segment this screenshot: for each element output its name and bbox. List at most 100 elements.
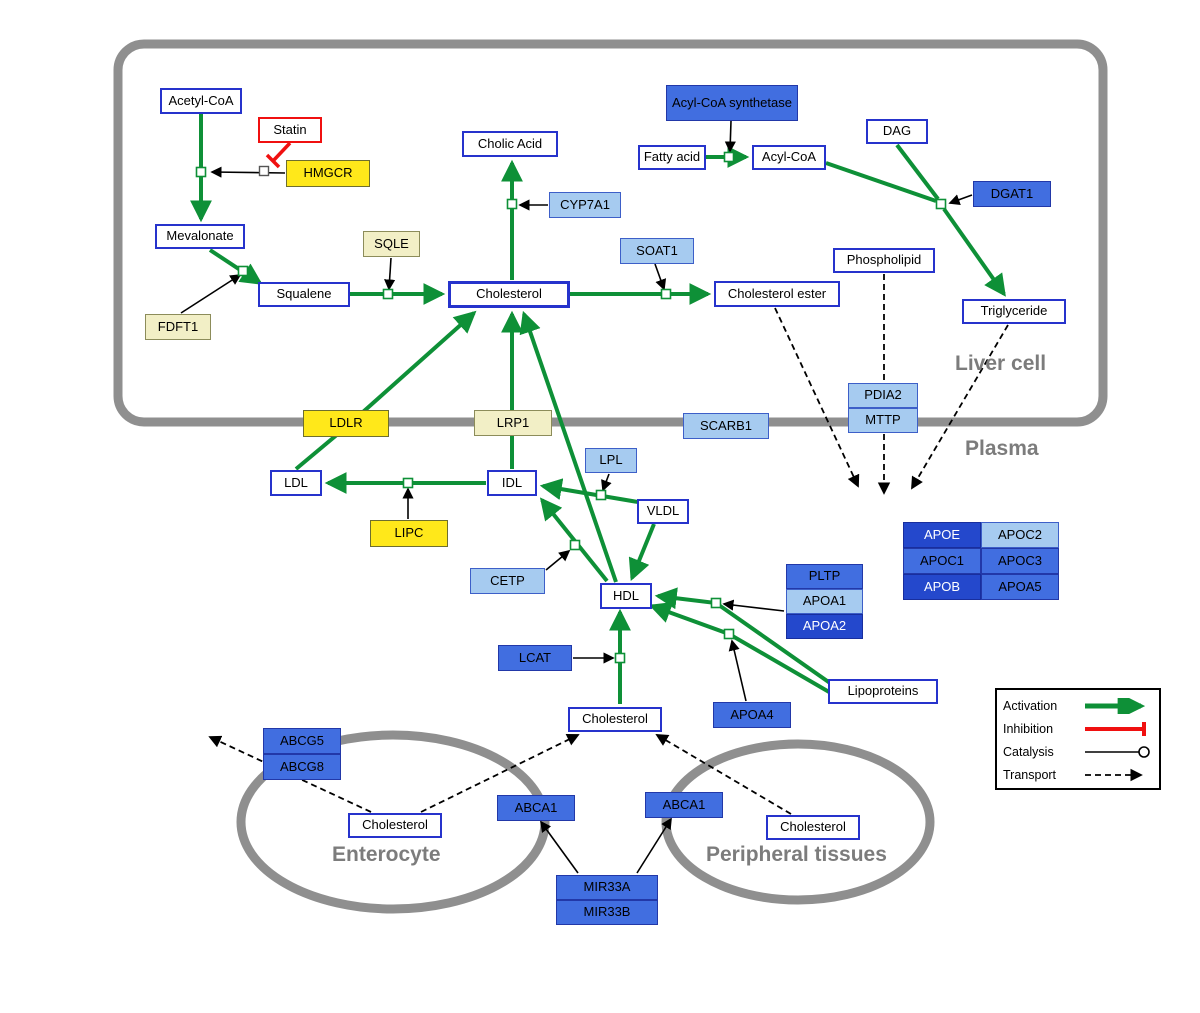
node-fdft1[interactable]: FDFT1	[145, 314, 211, 340]
edge-triglyceride-plasma	[911, 324, 1009, 490]
edge-dgat1-catalysis	[948, 194, 973, 206]
node-vldl[interactable]: VLDL	[637, 499, 689, 524]
legend-activation-label: Activation	[1003, 698, 1058, 713]
node-cholesterol-peripheral[interactable]: Cholesterol	[766, 815, 860, 840]
node-triglyceride[interactable]: Triglyceride	[962, 299, 1066, 324]
node-apoc1[interactable]: APOC1	[903, 548, 981, 574]
edge-apoa-stack-catalysis	[722, 599, 785, 612]
edge-mir33-abca1-right	[636, 817, 672, 874]
node-cholesterol-enterocyte[interactable]: Cholesterol	[348, 813, 442, 838]
edge-lpl-catalysis	[601, 473, 612, 492]
catalysis-circle-icon	[1085, 745, 1150, 758]
legend-box: Activation Inhibition Catalysis Transpor…	[995, 688, 1161, 790]
node-lpl[interactable]: LPL	[585, 448, 637, 473]
node-phospholipid[interactable]: Phospholipid	[833, 248, 935, 273]
node-acetyl-coa[interactable]: Acetyl-CoA	[160, 88, 242, 114]
edge-dag-junction	[895, 143, 940, 201]
inhibition-bar-icon	[1085, 721, 1146, 736]
legend-catalysis-label: Catalysis	[1003, 744, 1054, 759]
node-lcat[interactable]: LCAT	[498, 645, 572, 671]
node-acyl-coa-synthetase[interactable]: Acyl-CoA synthetase	[666, 85, 798, 121]
node-idl[interactable]: IDL	[487, 470, 537, 496]
inhibition-edge	[265, 141, 292, 169]
activation-arrow-icon	[1085, 697, 1146, 714]
node-ldlr[interactable]: LDLR	[303, 410, 389, 437]
edge-cholesterolester-plasma	[774, 307, 860, 488]
edge-acylcoasynthetase-catalysis	[724, 120, 736, 153]
transport-edges	[208, 274, 1009, 815]
legend-transport-label: Transport	[1003, 767, 1057, 782]
edge-hdl-cholesterol-liver	[519, 310, 618, 583]
node-abca1-left[interactable]: ABCA1	[497, 795, 575, 821]
edge-statin-inhibition	[271, 141, 292, 163]
node-apoe[interactable]: APOE	[903, 522, 981, 548]
node-hmgcr[interactable]: HMGCR	[286, 160, 370, 187]
node-pdia2[interactable]: PDIA2	[848, 383, 918, 408]
edge-vldl-hdl	[628, 523, 656, 582]
node-apob[interactable]: APOB	[903, 574, 981, 600]
node-apoc3[interactable]: APOC3	[981, 548, 1059, 574]
edge-mir33-abca1-left	[540, 820, 579, 874]
node-mir33b[interactable]: MIR33B	[556, 900, 658, 925]
edge-sqle-catalysis	[384, 257, 396, 291]
node-pltp[interactable]: PLTP	[786, 564, 863, 589]
node-lipoproteins[interactable]: Lipoproteins	[828, 679, 938, 704]
legend-transport-row: Transport	[1003, 763, 1153, 786]
node-apoa4[interactable]: APOA4	[713, 702, 791, 728]
hmgcr-reaction-square	[258, 165, 270, 177]
legend-inhibition-row: Inhibition	[1003, 717, 1153, 740]
edge-acylcoa-junction	[825, 161, 937, 203]
node-lipc[interactable]: LIPC	[370, 520, 448, 547]
liver-cell-outline	[113, 39, 1108, 427]
enterocyte-label: Enterocyte	[332, 843, 441, 866]
node-apoa1[interactable]: APOA1	[786, 589, 863, 614]
node-sqle[interactable]: SQLE	[363, 231, 420, 257]
node-cetp[interactable]: CETP	[470, 568, 545, 594]
node-apoa2[interactable]: APOA2	[786, 614, 863, 639]
node-cholesterol-liver[interactable]: Cholesterol	[448, 281, 570, 308]
edge-fdft1-catalysis	[180, 274, 242, 314]
edge-peripheral-cholesterol-plasma	[655, 734, 792, 815]
statin-inhibition-bar	[265, 153, 281, 169]
node-hdl[interactable]: HDL	[600, 583, 652, 609]
node-dgat1[interactable]: DGAT1	[973, 181, 1051, 207]
node-lrp1[interactable]: LRP1	[474, 410, 552, 436]
node-cyp7a1[interactable]: CYP7A1	[549, 192, 621, 218]
liver-cell-label: Liver cell	[955, 352, 1047, 375]
reaction-squares	[195, 151, 947, 664]
plasma-label: Plasma	[965, 437, 1039, 460]
node-apoc2[interactable]: APOC2	[981, 522, 1059, 548]
legend-activation-row: Activation	[1003, 694, 1153, 717]
edge-vldl-idl	[539, 478, 639, 504]
node-abcg5[interactable]: ABCG5	[263, 728, 341, 754]
node-cholesterol-plasma[interactable]: Cholesterol	[568, 707, 662, 732]
node-cholic-acid[interactable]: Cholic Acid	[462, 131, 558, 157]
node-fatty-acid[interactable]: Fatty acid	[638, 145, 706, 170]
node-abca1-right[interactable]: ABCA1	[645, 792, 723, 818]
node-abcg8[interactable]: ABCG8	[263, 754, 341, 780]
node-acyl-coa[interactable]: Acyl-CoA	[752, 145, 826, 170]
node-scarb1[interactable]: SCARB1	[683, 413, 769, 439]
edge-apoa4-catalysis	[728, 639, 747, 702]
peripheral-tissues-label: Peripheral tissues	[706, 843, 887, 866]
catalysis-edges	[180, 120, 973, 874]
node-dag[interactable]: DAG	[866, 119, 928, 144]
edge-junction-triglyceride	[942, 207, 1006, 297]
node-statin[interactable]: Statin	[258, 117, 322, 143]
node-mevalonate[interactable]: Mevalonate	[155, 224, 245, 249]
legend-catalysis-row: Catalysis	[1003, 740, 1153, 763]
edge-soat1-catalysis	[654, 263, 667, 291]
node-mir33a[interactable]: MIR33A	[556, 875, 658, 900]
node-mttp[interactable]: MTTP	[848, 408, 918, 433]
edge-cetp-catalysis	[545, 549, 571, 571]
node-squalene[interactable]: Squalene	[258, 282, 350, 307]
node-apoa5[interactable]: APOA5	[981, 574, 1059, 600]
node-soat1[interactable]: SOAT1	[620, 238, 694, 264]
node-cholesterol-ester[interactable]: Cholesterol ester	[714, 281, 840, 307]
edge-hmgcr-catalysis	[210, 166, 286, 178]
edge-mevalonate-squalene	[208, 248, 263, 285]
edge-enterocyte-cholesterol-plasma	[420, 734, 580, 813]
node-ldl[interactable]: LDL	[270, 470, 322, 496]
